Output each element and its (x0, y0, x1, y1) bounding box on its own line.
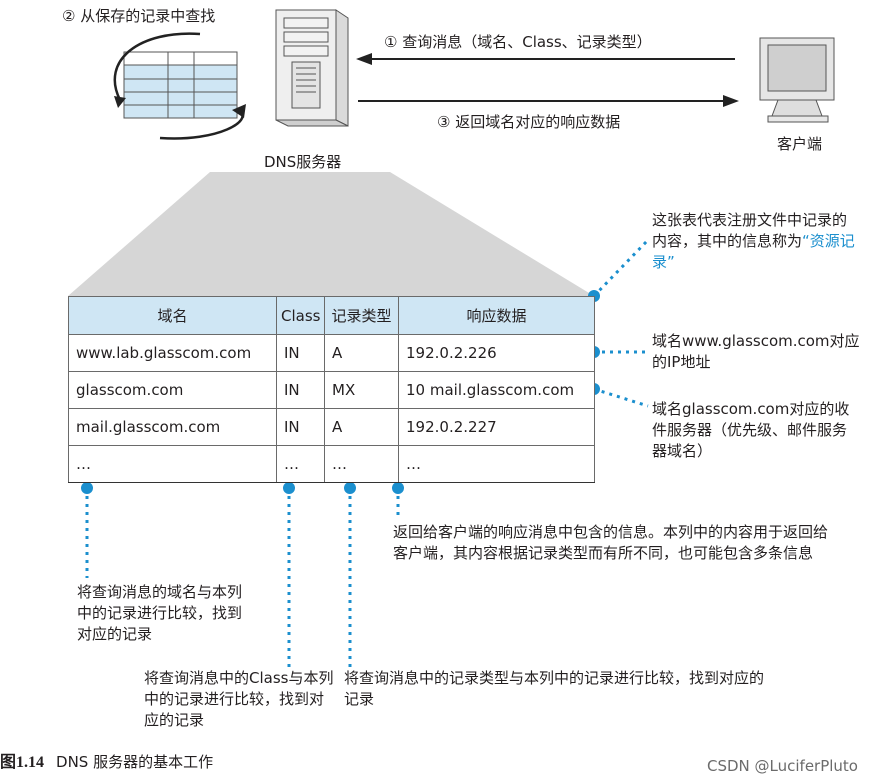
cell-domain: www.lab.glasscom.com (69, 335, 277, 372)
cell-class: … (277, 446, 325, 483)
cell-type: A (325, 409, 399, 446)
table-row: www.lab.glasscom.com IN A 192.0.2.226 (69, 335, 595, 372)
column-header-class: Class (277, 297, 325, 335)
watermark: CSDN @LuciferPluto (707, 757, 858, 775)
cell-response: 192.0.2.227 (399, 409, 595, 446)
table-header-row: 域名 Class 记录类型 响应数据 (69, 297, 595, 335)
cell-type: A (325, 335, 399, 372)
cell-domain: glasscom.com (69, 372, 277, 409)
step2-label: ② 从保存的记录中查找 (62, 6, 215, 27)
server-icon (276, 10, 348, 126)
cell-domain: mail.glasscom.com (69, 409, 277, 446)
mx-note: 域名glasscom.com对应的收件服务器（优先级、邮件服务器域名） (652, 399, 852, 462)
cell-type: … (325, 446, 399, 483)
table-row: glasscom.com IN MX 10 mail.glasscom.com (69, 372, 595, 409)
figure-number: 图1.14 (0, 754, 44, 771)
record-table-icon (124, 52, 237, 118)
class-column-note: 将查询消息中的Class与本列中的记录进行比较，找到对应的记录 (144, 668, 336, 731)
cell-class: IN (277, 409, 325, 446)
figure-caption: 图1.14 DNS 服务器的基本工作 (0, 748, 213, 772)
cell-response: … (399, 446, 595, 483)
cell-type: MX (325, 372, 399, 409)
projection-shadow (68, 172, 594, 296)
table-row: … … … … (69, 446, 595, 483)
response-column-note: 返回给客户端的响应消息中包含的信息。本列中的内容用于返回给客户端，其内容根据记录… (393, 522, 841, 564)
column-header-type: 记录类型 (325, 297, 399, 335)
step1-label: ① 查询消息（域名、Class、记录类型） (384, 32, 652, 53)
cell-response: 10 mail.glasscom.com (399, 372, 595, 409)
resource-record-table: 域名 Class 记录类型 响应数据 www.lab.glasscom.com … (68, 296, 595, 483)
column-header-domain: 域名 (69, 297, 277, 335)
cell-domain: … (69, 446, 277, 483)
column-header-response: 响应数据 (399, 297, 595, 335)
client-label: 客户端 (777, 134, 822, 155)
cell-class: IN (277, 335, 325, 372)
table-row: mail.glasscom.com IN A 192.0.2.227 (69, 409, 595, 446)
query-arrow (356, 53, 735, 65)
www-note: 域名www.glasscom.com对应的IP地址 (652, 331, 860, 373)
domain-column-note: 将查询消息的域名与本列中的记录进行比较，找到对应的记录 (77, 582, 249, 645)
response-arrow (358, 95, 739, 107)
figure-title: DNS 服务器的基本工作 (56, 753, 213, 771)
step3-label: ③ 返回域名对应的响应数据 (437, 112, 620, 133)
server-label: DNS服务器 (264, 152, 341, 173)
table-note: 这张表代表注册文件中记录的内容，其中的信息称为“资源记录” (652, 210, 856, 273)
cell-response: 192.0.2.226 (399, 335, 595, 372)
cell-class: IN (277, 372, 325, 409)
client-computer-icon (760, 38, 834, 122)
type-column-note: 将查询消息中的记录类型与本列中的记录进行比较，找到对应的记录 (344, 668, 764, 710)
